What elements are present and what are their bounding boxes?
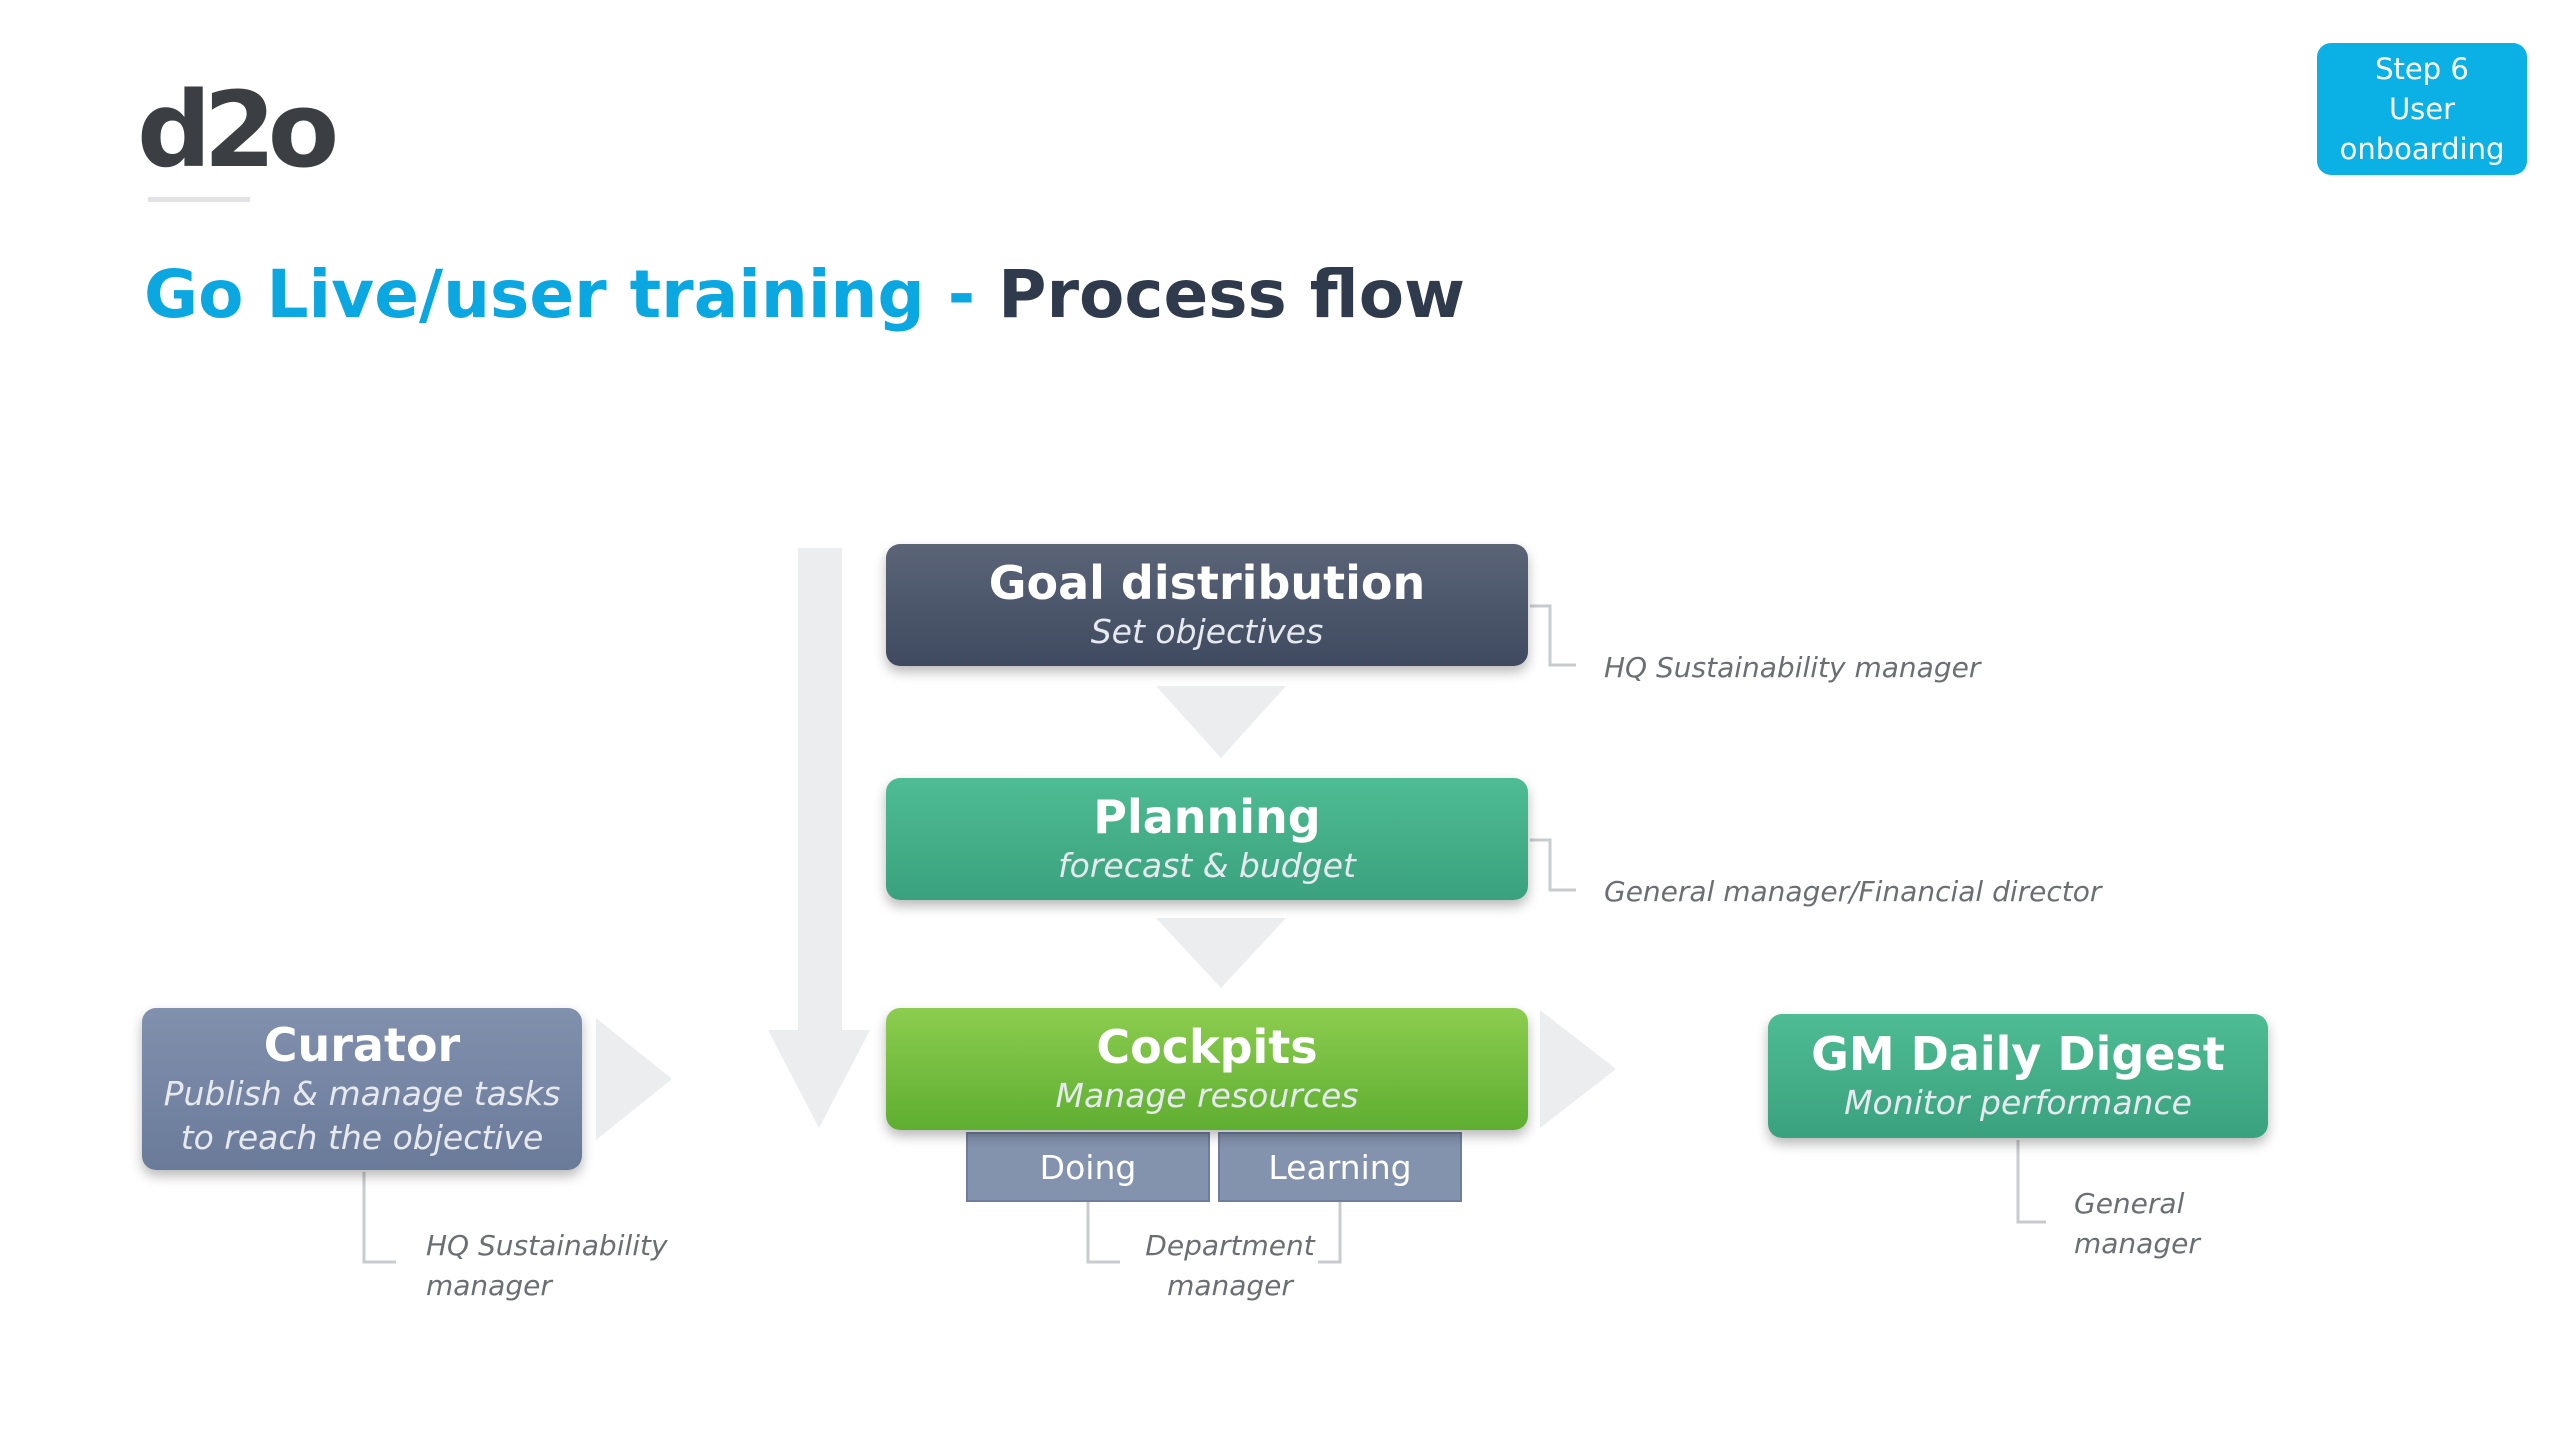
title-part1: Go Live/user training bbox=[144, 256, 925, 333]
step-badge-line1: Step 6 bbox=[2375, 52, 2469, 86]
goal-title: Goal distribution bbox=[988, 556, 1426, 610]
curator-role-label: HQ Sustainability manager bbox=[426, 1226, 668, 1306]
title-part2: Process flow bbox=[998, 256, 1466, 333]
goal-role-connector bbox=[1530, 604, 1576, 667]
curator-role-line1: HQ Sustainability bbox=[426, 1229, 668, 1262]
right-arrow-icon bbox=[596, 1018, 672, 1140]
step-badge: Step 6 User onboarding bbox=[2317, 43, 2527, 175]
gm-daily-digest-box: GM Daily Digest Monitor performance bbox=[1768, 1014, 2268, 1138]
digest-subtitle: Monitor performance bbox=[1844, 1083, 2192, 1122]
cockpits-role-line2: manager bbox=[1167, 1269, 1293, 1302]
digest-role-line2: manager bbox=[2074, 1227, 2200, 1260]
digest-role-label: General manager bbox=[2074, 1184, 2200, 1264]
digest-role-connector bbox=[2016, 1140, 2046, 1224]
planning-box: Planning forecast & budget bbox=[886, 778, 1528, 900]
down-arrow-icon bbox=[1156, 686, 1286, 758]
right-arrow-icon bbox=[1540, 1010, 1616, 1128]
planning-subtitle: forecast & budget bbox=[1058, 846, 1356, 885]
cockpits-role-line1: Department bbox=[1145, 1229, 1315, 1262]
curator-subtitle-line1: Publish & manage tasks bbox=[163, 1074, 561, 1113]
curator-title: Curator bbox=[263, 1018, 461, 1072]
doing-tab: Doing bbox=[966, 1132, 1210, 1202]
curator-box: Curator Publish & manage tasks to reach … bbox=[142, 1008, 582, 1170]
step-badge-line2: User bbox=[2388, 92, 2456, 126]
planning-title: Planning bbox=[1093, 790, 1321, 844]
cockpits-subtitle: Manage resources bbox=[1055, 1076, 1359, 1115]
vertical-flow-arrow-head bbox=[768, 1030, 870, 1128]
vertical-flow-arrow-shaft bbox=[798, 548, 842, 1068]
planning-role-label: General manager/Financial director bbox=[1604, 875, 2102, 908]
cockpits-title: Cockpits bbox=[1096, 1020, 1318, 1074]
cockpits-role-connector-right bbox=[1318, 1200, 1342, 1264]
logo-underline bbox=[148, 197, 250, 202]
digest-title: GM Daily Digest bbox=[1811, 1027, 2225, 1081]
logo-text: d2o bbox=[137, 69, 339, 191]
goal-distribution-box: Goal distribution Set objectives bbox=[886, 544, 1528, 666]
curator-role-line2: manager bbox=[426, 1269, 552, 1302]
d2o-logo: d2o bbox=[137, 78, 339, 188]
title-separator: - bbox=[924, 256, 999, 333]
cockpits-role-label: Department manager bbox=[1120, 1226, 1340, 1306]
page-title: Go Live/user training - Process flow bbox=[144, 256, 1465, 333]
down-arrow-icon bbox=[1156, 918, 1286, 988]
step-badge-line3: onboarding bbox=[2339, 132, 2505, 166]
learning-tab: Learning bbox=[1218, 1132, 1462, 1202]
goal-role-label: HQ Sustainability manager bbox=[1604, 651, 1981, 684]
cockpits-box: Cockpits Manage resources bbox=[886, 1008, 1528, 1130]
curator-role-connector bbox=[362, 1172, 396, 1264]
curator-subtitle-line2: to reach the objective bbox=[180, 1118, 544, 1157]
digest-role-line1: General bbox=[2074, 1187, 2185, 1220]
planning-role-connector bbox=[1530, 838, 1576, 892]
goal-subtitle: Set objectives bbox=[1090, 612, 1324, 651]
cockpits-role-connector-left bbox=[1086, 1200, 1120, 1264]
